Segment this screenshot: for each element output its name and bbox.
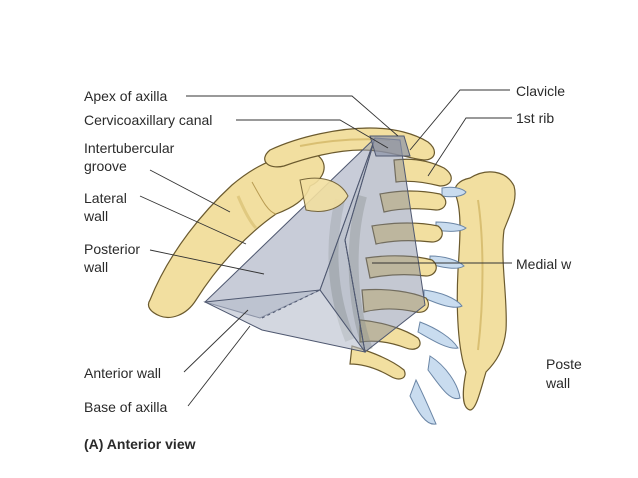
label-lateral-wall-line1: Lateral [84, 190, 127, 206]
label-base-of-axilla: Base of axilla [84, 399, 168, 415]
label-posterior-wall-line2: wall [84, 259, 109, 275]
label-medial-wall: Medial w [516, 256, 572, 272]
label-lateral-wall-line2: wall [84, 208, 109, 224]
figure-caption: (A) Anterior view [84, 436, 196, 452]
scapula-hint [299, 177, 349, 212]
sternum [454, 171, 516, 411]
label-intertubercular-groove-line2: groove [84, 158, 127, 174]
leader-lines [139, 89, 512, 407]
label-posterior-wall-line1: Posterior [84, 241, 141, 257]
ribs [349, 158, 452, 380]
label-posterior-wall-right-line2: wall [546, 375, 571, 391]
label-clavicle: Clavicle [516, 83, 566, 99]
label-cervicoaxillary-canal: Cervicoaxillary canal [84, 112, 213, 128]
label-first-rib: 1st rib [516, 110, 555, 126]
label-apex-of-axilla: Apex of axilla [84, 88, 168, 104]
label-anterior-wall: Anterior wall [84, 365, 162, 381]
label-intertubercular-groove-line1: Intertubercular [84, 140, 175, 156]
label-posterior-wall-right-line1: Poste [546, 356, 582, 372]
costal-cartilages [409, 186, 467, 425]
